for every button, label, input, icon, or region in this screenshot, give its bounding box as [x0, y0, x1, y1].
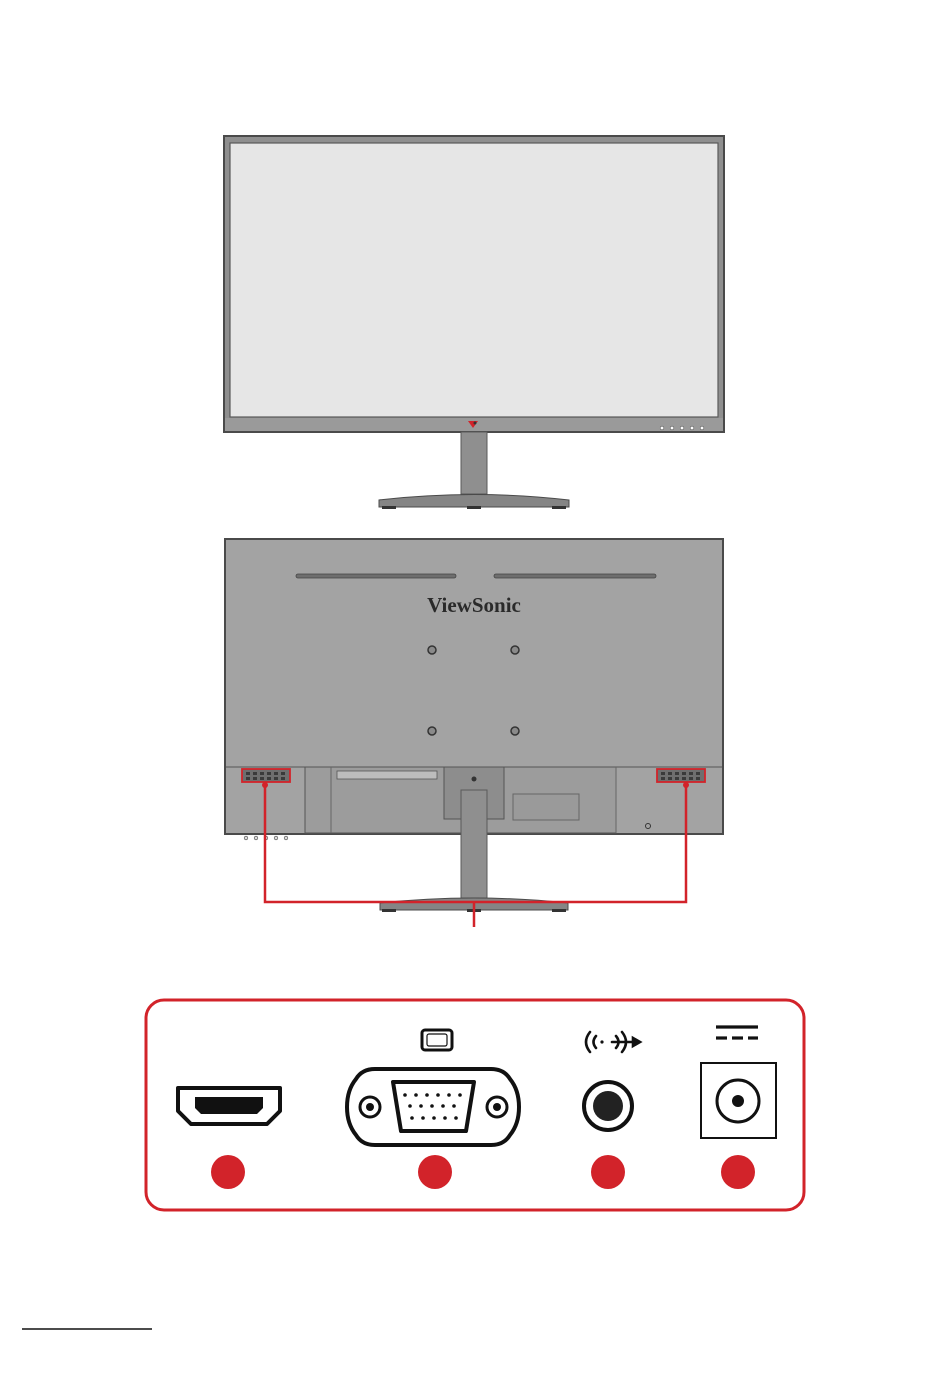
rear-vent-right: [494, 574, 656, 578]
callout-marker-4: [721, 1155, 755, 1189]
audio-out-jack-icon: [584, 1082, 632, 1130]
dc-power-icon: [716, 1027, 758, 1038]
front-view: [224, 136, 724, 509]
rear-brand-logo: ViewSonic: [427, 593, 521, 617]
callout-marker-2: [418, 1155, 452, 1189]
speaker-grille-right: [657, 769, 705, 782]
front-stand-base: [379, 495, 569, 508]
speaker-grille-left: [242, 769, 290, 782]
front-stand-neck: [461, 432, 487, 494]
rear-view: ViewSonic: [225, 539, 723, 912]
callout-marker-1: [211, 1155, 245, 1189]
rear-stand-neck: [461, 790, 487, 898]
callout-marker-3: [591, 1155, 625, 1189]
rear-port-row: [337, 771, 437, 779]
vga-monitor-icon: [422, 1030, 452, 1050]
rear-label-sticker: [513, 794, 579, 820]
hdmi-port-icon: [178, 1088, 280, 1124]
rear-vent-left: [296, 574, 456, 578]
audio-out-icon: [586, 1032, 640, 1052]
front-screen: [230, 143, 718, 417]
vga-port-icon: [347, 1069, 519, 1145]
dc-power-jack-icon: [701, 1063, 776, 1138]
